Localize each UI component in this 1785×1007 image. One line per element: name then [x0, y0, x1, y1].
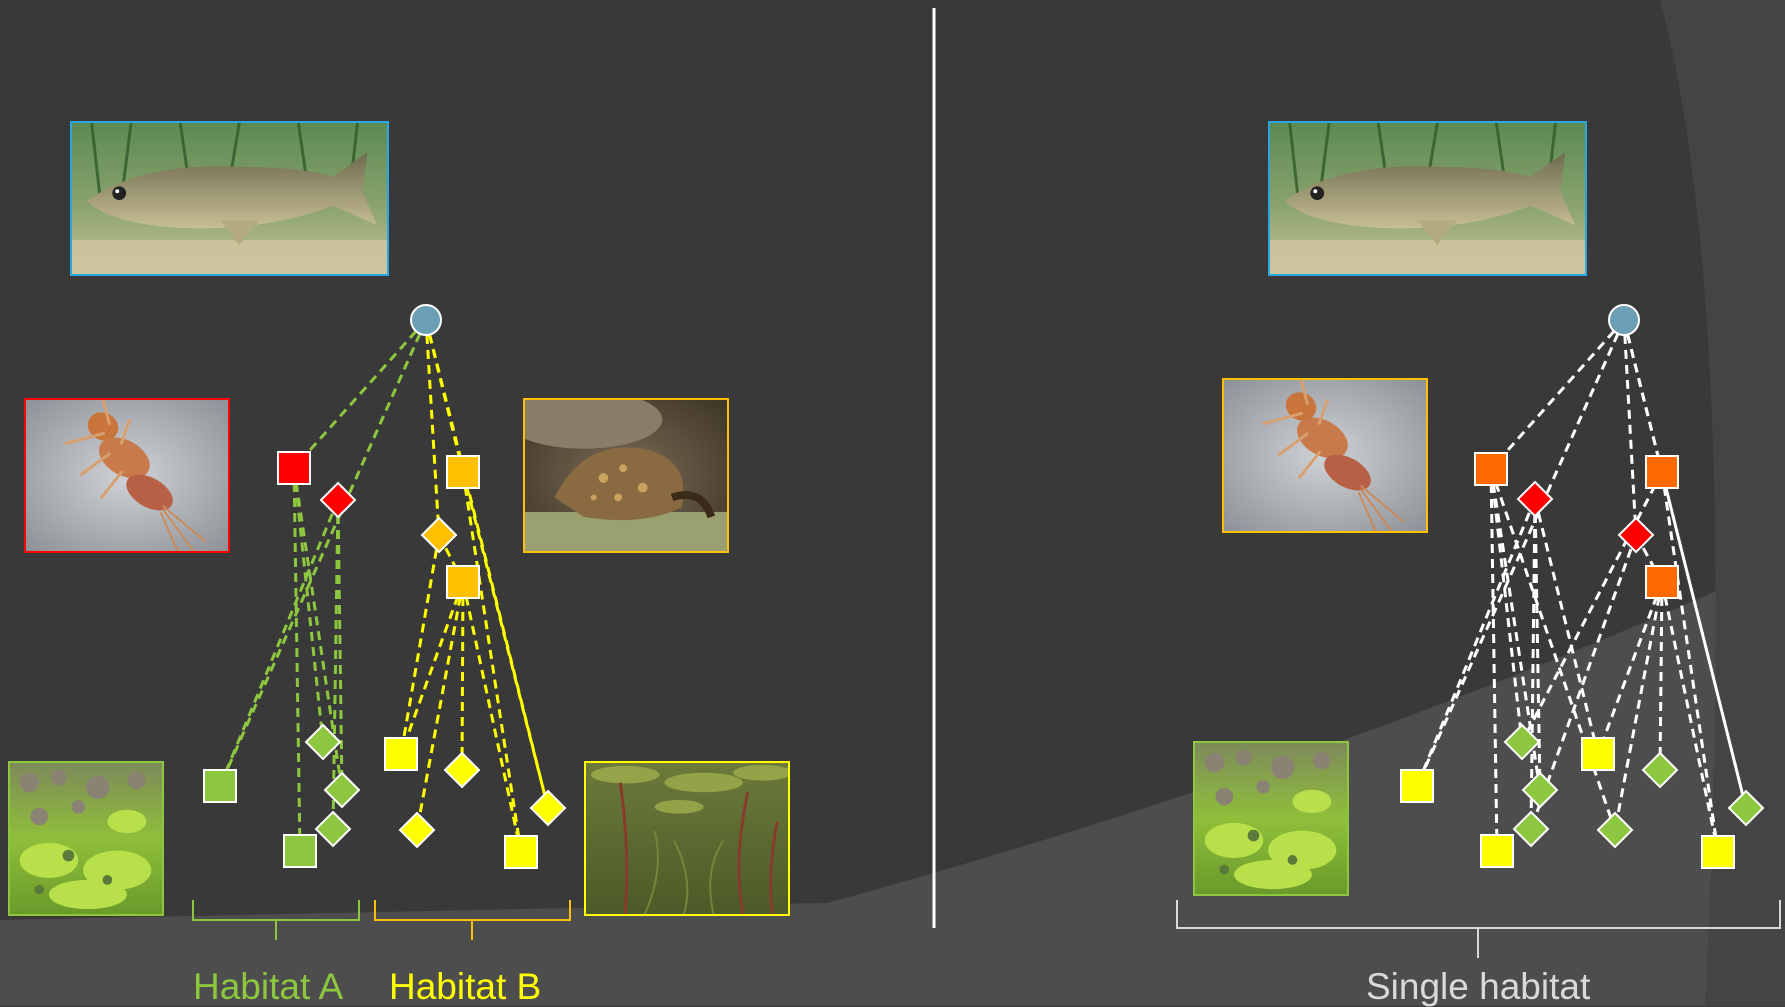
single-habitat-link-0: [1491, 320, 1624, 469]
habitat-b-link-3: [401, 535, 439, 754]
right-node-doSq3: [1646, 566, 1678, 598]
single-habitat-label: Single habitat: [1366, 968, 1590, 1005]
left-node-gDi2: [325, 773, 359, 807]
barbel-fish-image-right: [1268, 121, 1587, 276]
right-node-top: [1609, 305, 1639, 335]
habitat-b-link-7: [462, 582, 463, 770]
habitat-b-link-8: [417, 582, 463, 830]
left-node-gSq1: [204, 770, 236, 802]
left-node-gDi3: [316, 812, 350, 846]
right-node-ySq3: [1582, 738, 1614, 770]
left-node-ySq1: [385, 738, 417, 770]
right-node-doSq1: [1475, 453, 1507, 485]
right-node-rDi1: [1518, 482, 1552, 516]
left-node-oSq1: [447, 456, 479, 488]
left-node-top: [411, 305, 441, 335]
right-node-ySq1: [1401, 770, 1433, 802]
habitat-a-link-4: [338, 500, 342, 790]
right-node-doSq2: [1646, 456, 1678, 488]
mayfly-nymph-image-right: [1222, 378, 1428, 533]
left-node-yDi2: [400, 813, 434, 847]
habitat-a-link-1: [220, 320, 426, 786]
right-node-ySq2: [1481, 835, 1513, 867]
left-node-rSq: [278, 452, 310, 484]
habitat-a-link-0: [294, 320, 426, 468]
algae-stones-image: [8, 761, 164, 916]
single-habitat-link-2: [1624, 320, 1636, 535]
left-node-gSq2: [284, 835, 316, 867]
left-node-ySq2: [505, 836, 537, 868]
right-node-ySq4: [1702, 836, 1734, 868]
snail-image: [523, 398, 729, 553]
left-node-yDi3: [531, 791, 565, 825]
habitat-a-link-2: [294, 468, 300, 851]
barbel-fish-image: [70, 121, 389, 276]
left-node-yDi1: [445, 753, 479, 787]
algae-stones-image-right: [1193, 741, 1349, 896]
habitat-b-label: Habitat B: [389, 968, 541, 1005]
mayfly-nymph-image: [24, 398, 230, 553]
aquatic-plants-image: [584, 761, 790, 916]
left-food-web-links: [220, 320, 548, 852]
habitat-a-label: Habitat A: [193, 968, 343, 1005]
left-node-oDi: [422, 518, 456, 552]
habitat-b-link-6: [401, 582, 463, 754]
left-node-rDi: [321, 483, 355, 517]
left-node-oSq2: [447, 566, 479, 598]
habitat-b-link-9: [463, 582, 521, 852]
